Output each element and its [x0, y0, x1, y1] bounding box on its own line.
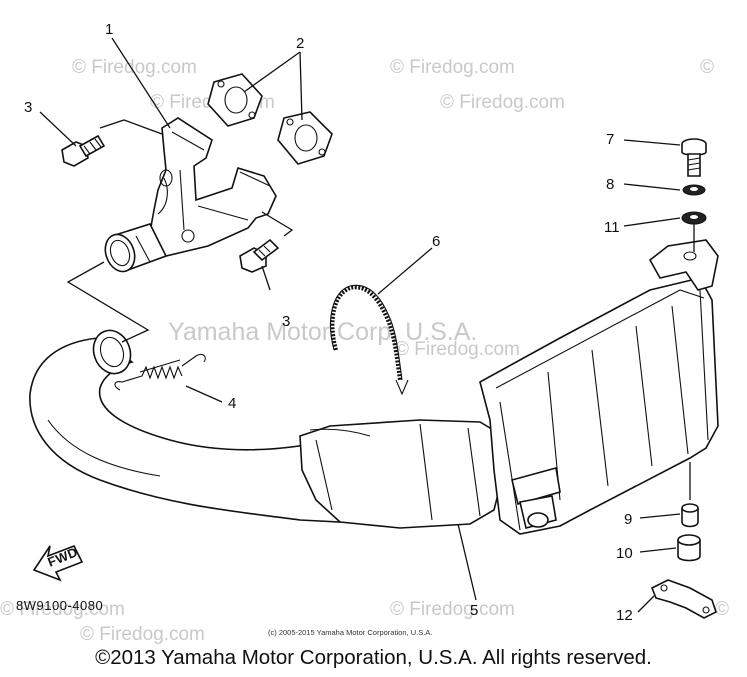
watermark-firedog-10: © Firedog.com: [80, 624, 205, 645]
fwd-direction-arrow: FWD: [32, 544, 84, 582]
part-10-damper: [677, 534, 701, 562]
watermark-firedog-2: © Firedog.com: [390, 57, 515, 78]
part-number-labels: 1 2 3 3 4 5 6 7 8 9 10 11 12: [24, 21, 633, 624]
label-part-5: 5: [470, 602, 478, 619]
part-7-bolt: [681, 138, 707, 177]
part-3-bolt-upper: [61, 134, 106, 167]
label-part-3-lower: 3: [282, 313, 290, 330]
watermark-firedog-9: ©: [715, 599, 729, 620]
part-4-spring: [114, 353, 206, 391]
part-8-lock-washer: [682, 184, 706, 196]
part-3-bolt-lower: [239, 238, 280, 273]
part-5-muffler-assembly: [29, 239, 719, 535]
label-part-10: 10: [616, 545, 633, 562]
label-part-9: 9: [624, 511, 632, 528]
small-copyright: (c) 2005-2015 Yamaha Motor Corporation, …: [268, 628, 432, 637]
label-part-3-upper: 3: [24, 99, 32, 116]
watermark-firedog-8: © Firedog.com: [390, 599, 515, 620]
watermark-firedog-5: © Firedog.com: [440, 92, 565, 113]
part-2-gasket-lower: [277, 111, 333, 165]
label-part-4: 4: [228, 395, 236, 412]
label-part-2: 2: [296, 35, 304, 52]
label-part-12: 12: [616, 607, 633, 624]
part-11-washer: [681, 211, 707, 225]
watermark-firedog-1: © Firedog.com: [72, 57, 197, 78]
label-part-6: 6: [432, 233, 440, 250]
label-part-8: 8: [606, 176, 614, 193]
watermark-company: Yamaha Motor Corp, U.S.A.: [168, 318, 477, 346]
part-2-gasket-upper: [207, 73, 263, 127]
watermark-firedog-6: © Firedog.com: [395, 339, 520, 360]
label-part-7: 7: [606, 131, 614, 148]
leader-lines: [39, 37, 695, 613]
part-12-bracket: [650, 579, 717, 619]
label-part-1: 1: [105, 21, 113, 38]
footer-copyright: ©2013 Yamaha Motor Corporation, U.S.A. A…: [95, 646, 652, 669]
diagram-code: 8W9100-4080: [16, 598, 103, 613]
part-9-damper: [681, 503, 699, 528]
part-6-hose: [330, 284, 409, 396]
part-1-exhaust-manifold: [104, 117, 277, 273]
label-part-11: 11: [604, 219, 620, 236]
watermark-firedog-3: ©: [700, 57, 714, 78]
watermark-firedog-7: © Firedog.com: [0, 599, 125, 620]
